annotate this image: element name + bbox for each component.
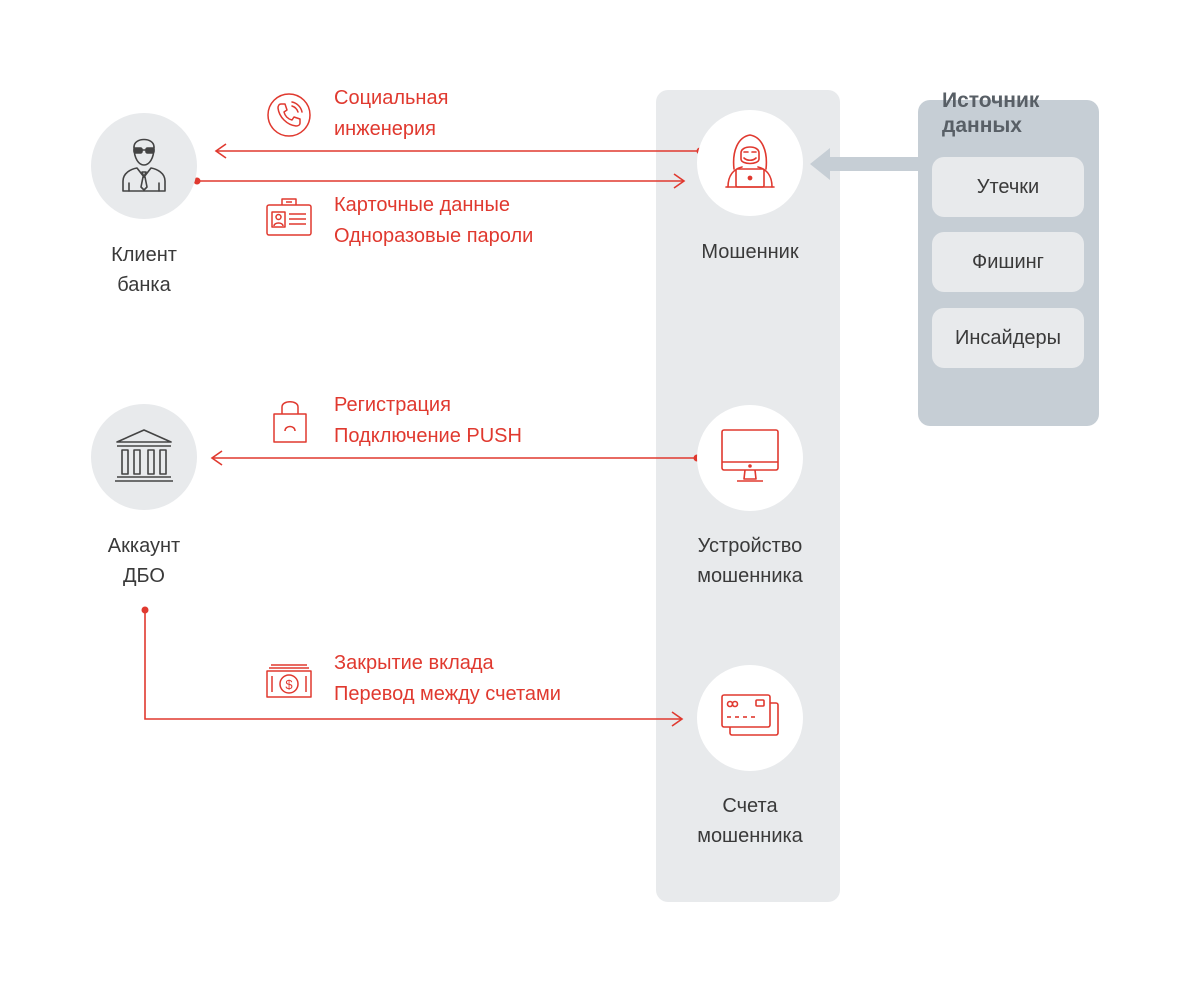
source-item-phishing: Фишинг	[932, 232, 1084, 292]
flow-social-line-2: инженерия	[334, 118, 437, 140]
money-icon: $	[265, 661, 313, 704]
bank-building-icon	[113, 426, 175, 489]
source-to-fraudster-arrow	[810, 148, 918, 180]
fraud-device-label: Устройство мошенника	[697, 535, 803, 587]
fraud-accounts-label: Счета мошенника	[697, 795, 803, 847]
data-source-title: Источник данных	[942, 89, 1040, 137]
flow-registration-text: Регистрация Подключение PUSH	[334, 390, 522, 452]
hooded-hacker-icon	[722, 131, 778, 196]
monitor-icon	[719, 426, 781, 491]
flow-transfer-line-2: Перевод между счетами	[334, 683, 561, 705]
flow-card-data-text: Карточные данные Одноразовые пароли	[334, 190, 533, 252]
flow-registration-line-2: Подключение PUSH	[334, 425, 522, 447]
flow-social-engineering-text: Социальная инженерия	[334, 83, 448, 145]
flow-card-line-2: Одноразовые пароли	[334, 225, 534, 247]
account-label: Аккаунт ДБО	[107, 535, 181, 587]
fraud-accounts-node	[697, 665, 803, 771]
source-item-leaks: Утечки	[932, 157, 1084, 217]
businessman-icon	[117, 131, 171, 202]
source-item-insiders: Инсайдеры	[932, 308, 1084, 368]
fraud-device-node	[697, 405, 803, 511]
lock-icon	[270, 398, 310, 451]
flow-transfer-text: Закрытие вклада Перевод между счетами	[334, 648, 561, 710]
client-node	[91, 113, 197, 219]
flow-card-line-1: Карточные данные	[334, 194, 510, 216]
flow-transfer-line-1: Закрытие вклада	[334, 652, 494, 674]
svg-text:$: $	[285, 677, 293, 692]
account-node	[91, 404, 197, 510]
fraudster-label: Мошенник	[701, 241, 799, 263]
client-label: Клиент банка	[111, 244, 177, 296]
flow-social-line-1: Социальная	[334, 87, 449, 109]
bank-cards-icon	[718, 691, 782, 746]
arrow-transfer	[144, 610, 682, 720]
fraudster-node	[697, 110, 803, 216]
id-card-icon	[265, 195, 313, 244]
flow-registration-line-1: Регистрация	[334, 394, 451, 416]
phone-call-icon	[265, 91, 313, 144]
